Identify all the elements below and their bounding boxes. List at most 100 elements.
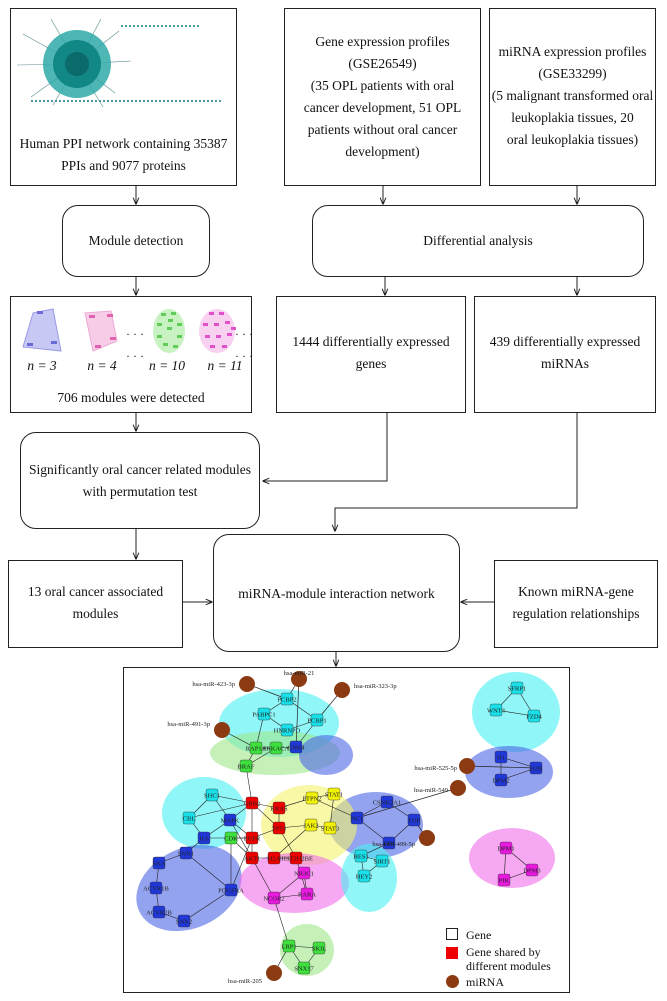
gene-label-braf: BRAF bbox=[238, 764, 255, 771]
differential-analysis-label: Differential analysis bbox=[423, 233, 533, 248]
module-hull-magenta-mid bbox=[239, 853, 349, 913]
gene-label-ep3: EP3 bbox=[384, 841, 395, 848]
gene-label-stat3: STAT3 bbox=[321, 826, 339, 833]
gene-node-jak2 bbox=[304, 818, 318, 832]
network-edge bbox=[211, 794, 253, 804]
gene-expression-text: Gene expression profiles(GSE26549) (35 O… bbox=[303, 34, 462, 159]
network-edge bbox=[229, 819, 253, 859]
gene-label-sna: SNA bbox=[152, 861, 165, 868]
ellipsis-1: · · ·· · · bbox=[126, 327, 144, 363]
ellipsis-2: · · ·· · · bbox=[235, 327, 253, 363]
mirna-label-hsa-mir-499-5p: hsa-miR-499-5p bbox=[372, 841, 415, 848]
network-edge bbox=[495, 709, 535, 717]
gene-label-sfrp1: SFRP1 bbox=[508, 686, 526, 693]
module-hull-magenta-right bbox=[469, 828, 555, 888]
gene-label-snx17: SNX17 bbox=[294, 966, 314, 973]
network-edge bbox=[188, 802, 253, 819]
module-hull-cyan-right bbox=[472, 672, 560, 752]
gene-node-csnk2a1 bbox=[380, 795, 394, 809]
legend-shared-swatch bbox=[446, 947, 458, 959]
gene-label-egfr: EGFR bbox=[244, 836, 261, 843]
module-hull-blue-small bbox=[299, 735, 353, 775]
gene-node-pcbp1 bbox=[310, 713, 324, 727]
mirna-label-hsa-mir-21: hsa-miR-21 bbox=[284, 670, 315, 677]
mirna-label-hsa-mir-525-5p: hsa-miR-525-5p bbox=[414, 765, 457, 772]
gene-label-gnb4: GNB4 bbox=[288, 745, 306, 752]
gene-label-hnrnpd: HNRNPD bbox=[274, 728, 301, 735]
gene-node-rap1a bbox=[249, 741, 263, 755]
gene-node-sna bbox=[152, 856, 166, 870]
gene-label-hist2h2be: HIST2H2BE bbox=[279, 856, 313, 863]
gene-node-ep3 bbox=[382, 836, 396, 850]
gene-node-stat3 bbox=[323, 821, 337, 835]
gene-label-ptpn2: PTPN2 bbox=[302, 796, 321, 803]
mirna-module-network: PCBP2PABPC1PCBP1HNRNPDSFRP1WNT4FZD4RAP1A… bbox=[136, 670, 560, 985]
mirna-label-hsa-mir-205: hsa-miR-205 bbox=[228, 978, 262, 985]
mirna-node-hsa-mir-549 bbox=[450, 780, 466, 796]
gene-label-acvr1b: ACVR1B bbox=[143, 886, 169, 893]
gene-node-pdgfra bbox=[224, 883, 238, 897]
modules-box: · · ·· · · · · ·· · · n = 3 n = 4 n = 10… bbox=[10, 296, 253, 413]
gene-node-pabpc1 bbox=[257, 707, 271, 721]
mirna-node-hsa-mir-491-3p bbox=[214, 722, 230, 738]
gene-label-snx1: SNX1 bbox=[178, 851, 194, 858]
gene-label-mapk: MAPK bbox=[221, 818, 240, 825]
significant-modules-box: Significantly oral cancer related module… bbox=[20, 432, 260, 529]
gene-expression-box: Gene expression profiles(GSE26549) (35 O… bbox=[284, 8, 481, 186]
gene-node-akt1 bbox=[245, 851, 259, 865]
gene-label-prkaca: PRKACA bbox=[263, 746, 290, 753]
network-edge bbox=[273, 897, 290, 947]
network-edge bbox=[251, 857, 275, 899]
module-hull-green-bottom bbox=[280, 924, 334, 976]
ppi-network-image bbox=[16, 18, 221, 108]
gene-node-dpm2 bbox=[494, 773, 508, 787]
mirna-node-hsa-mir-323-3p bbox=[334, 682, 350, 698]
gene-label-hey2: HEY2 bbox=[356, 874, 373, 881]
gene-node-acvr1b bbox=[149, 881, 163, 895]
mirna-label-hsa-mir-423-3p: hsa-miR-423-3p bbox=[192, 681, 235, 688]
gene-label-pcbp1: PCBP1 bbox=[307, 718, 326, 725]
module-detection-box: Module detection bbox=[62, 205, 210, 277]
gene-node-mapk bbox=[223, 813, 237, 827]
gene-label-nr3c1: NR3C1 bbox=[294, 871, 314, 878]
gene-node-snx2 bbox=[177, 914, 191, 928]
gene-label-fzd4: FZD4 bbox=[526, 714, 542, 721]
gene-node-ncor2 bbox=[267, 891, 281, 905]
modules-detected-caption: 706 modules were detected bbox=[57, 390, 205, 405]
gene-node-nc1 bbox=[350, 811, 364, 825]
gene-label-grb2: GRB2 bbox=[244, 801, 261, 808]
gene-node-fzd4 bbox=[527, 709, 541, 723]
legend-shared-label: Gene shared by different modules bbox=[466, 945, 551, 973]
gene-label-csnk2a1: CSNK2A1 bbox=[373, 800, 402, 807]
gene-node-pcbp2 bbox=[280, 692, 294, 706]
gene-label-jak2: JAK2 bbox=[303, 823, 318, 830]
gene-node-stat1 bbox=[327, 787, 341, 801]
gene-label-pabpc1: PABPC1 bbox=[252, 712, 275, 719]
gene-node-gnb4 bbox=[289, 740, 303, 754]
gene-node-sirt1 bbox=[375, 854, 389, 868]
gene-node-egfr bbox=[245, 831, 259, 845]
n-label-11: n = 11 bbox=[207, 358, 243, 373]
gene-node-wnt4 bbox=[489, 703, 503, 717]
mirna-node-hsa-mir-21 bbox=[291, 671, 307, 687]
legend-mirna-swatch bbox=[446, 975, 459, 988]
gene-label-tp53: TP53 bbox=[272, 826, 286, 833]
module-shapes bbox=[22, 308, 236, 353]
gene-node-rara bbox=[300, 887, 314, 901]
module-detection-label: Module detection bbox=[88, 233, 184, 248]
gene-label-skil: SKIL bbox=[312, 946, 326, 953]
gene-node-dpm3 bbox=[525, 863, 539, 877]
gene-label-ncor2: NCOR2 bbox=[263, 896, 284, 903]
gene-label-akt1: AKT1 bbox=[244, 856, 261, 863]
interaction-network-box: miRNA-module interaction network bbox=[213, 534, 460, 652]
gene-node-dpm1 bbox=[499, 841, 513, 855]
gene-node-braf bbox=[239, 759, 253, 773]
